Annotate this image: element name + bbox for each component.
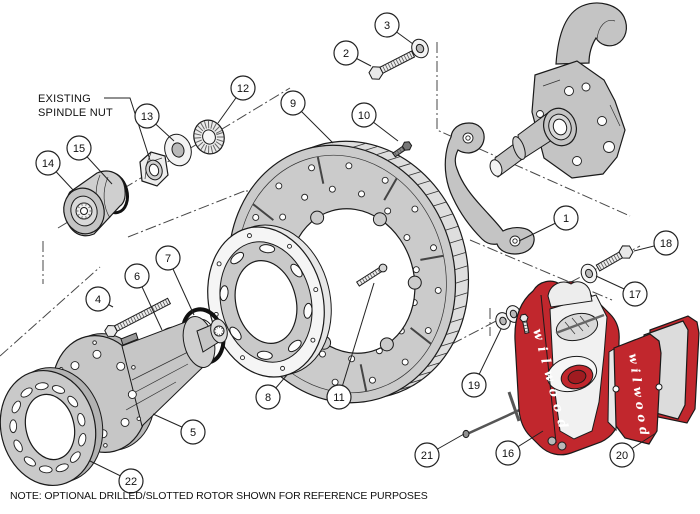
svg-text:10: 10: [358, 110, 370, 122]
mounting-bolt: [368, 50, 416, 80]
svg-text:8: 8: [265, 392, 271, 404]
callout-1: 1: [553, 205, 579, 231]
spindle-nut: [139, 151, 169, 187]
dust-cap: [63, 170, 126, 237]
callout-9: 9: [280, 90, 306, 116]
bleed-screw: [519, 313, 530, 334]
svg-text:4: 4: [95, 294, 101, 306]
callout-15: 15: [66, 135, 92, 161]
callout-14: 14: [35, 150, 61, 176]
callout-21: 21: [414, 442, 440, 468]
callout-7: 7: [155, 245, 181, 271]
svg-text:1: 1: [563, 213, 569, 225]
svg-text:5: 5: [190, 427, 196, 439]
svg-text:19: 19: [468, 380, 480, 392]
callout-10: 10: [351, 102, 377, 128]
svg-text:6: 6: [134, 271, 140, 283]
label-line-1: EXISTING: [38, 93, 91, 105]
callout-6: 6: [124, 263, 150, 289]
hat-slot-pattern: [213, 233, 319, 371]
callout-18: 18: [653, 230, 679, 256]
hub-spline-ticks: [214, 326, 224, 336]
callout-20: 20: [609, 442, 635, 468]
caliper-mounting-washer: [580, 263, 598, 284]
svg-text:21: 21: [421, 450, 433, 462]
mounting-washer: [411, 38, 429, 59]
callout-8: 8: [255, 384, 281, 410]
svg-text:17: 17: [629, 289, 641, 301]
svg-text:22: 22: [125, 476, 137, 488]
callout-22: 22: [118, 468, 144, 494]
steering-arm: [444, 122, 535, 255]
rotor-hardware-bolt: [391, 141, 413, 158]
rotor-vane-hatching: [352, 142, 469, 391]
rotor-mounting-stud: [356, 263, 388, 287]
outer-bearing: [193, 119, 225, 155]
callout-2: 2: [333, 40, 359, 66]
svg-text:15: 15: [73, 143, 85, 155]
existing-spindle-nut-label: EXISTING SPINDLE NUT: [38, 92, 113, 120]
callout-19: 19: [461, 372, 487, 398]
svg-text:13: 13: [141, 111, 153, 123]
callout-13: 13: [134, 103, 160, 129]
flange-hole-pattern: [9, 382, 87, 474]
brake-caliper: wilwood: [514, 280, 620, 456]
callout-4: 4: [85, 286, 111, 312]
footer-note: NOTE: OPTIONAL DRILLED/SLOTTED ROTOR SHO…: [10, 490, 428, 502]
svg-text:7: 7: [165, 253, 171, 265]
svg-text:2: 2: [343, 48, 349, 60]
hub-stud-bolt: [104, 297, 172, 338]
drive-flange: [0, 367, 104, 487]
svg-text:9: 9: [290, 98, 296, 110]
callout-16: 16: [495, 440, 521, 466]
svg-text:12: 12: [237, 83, 249, 95]
cap-spline-ticks: [75, 202, 93, 220]
svg-text:11: 11: [333, 392, 344, 404]
rotor-adapter-hat: [207, 224, 332, 378]
svg-text:18: 18: [660, 238, 672, 250]
callout-5: 5: [180, 419, 206, 445]
spindle-washer: [164, 133, 192, 167]
caliper-mounting-bolt: [595, 245, 634, 272]
svg-text:3: 3: [384, 20, 390, 32]
callout-12: 12: [230, 75, 256, 101]
svg-text:20: 20: [616, 450, 628, 462]
svg-text:16: 16: [502, 448, 514, 460]
spindle-knuckle: [489, 2, 627, 179]
label-line-2: SPINDLE NUT: [38, 107, 113, 119]
svg-text:14: 14: [42, 158, 54, 170]
callout-17: 17: [622, 281, 648, 307]
callout-3: 3: [374, 12, 400, 38]
brake-pads: wilwood: [607, 315, 700, 445]
callout-11: 11: [326, 384, 352, 410]
